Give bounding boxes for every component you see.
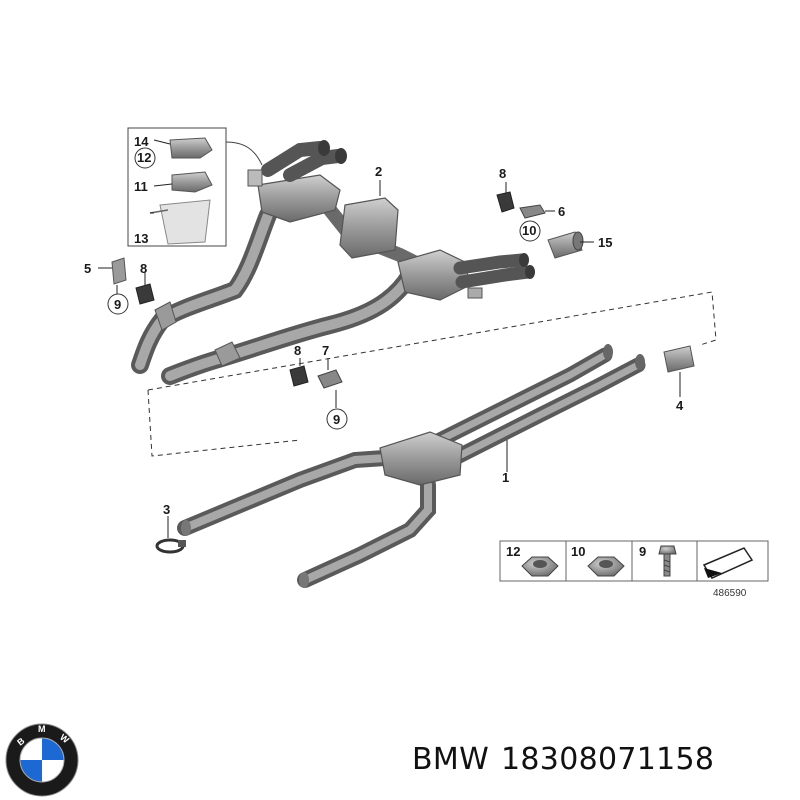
callout-8-middle: 8 [294, 343, 301, 358]
rubber-mount-upper [496, 191, 515, 213]
part-number: 18308071158 [501, 742, 715, 777]
clamp-3 [155, 538, 186, 554]
callout-3: 3 [163, 502, 170, 517]
front-pipe-assembly [177, 344, 646, 588]
detail-inset [127, 127, 263, 247]
callout-4: 4 [676, 398, 684, 413]
brand-name: BMW [412, 742, 490, 777]
callout-8-left: 8 [140, 261, 147, 276]
callout-9-left-circle: 9 [114, 297, 121, 312]
callout-2: 2 [375, 164, 382, 179]
rear-silencer-assembly [131, 140, 535, 385]
front-catalyst [379, 431, 463, 486]
legend-label-9: 9 [639, 544, 646, 559]
part-caption: BMW 18308071158 [412, 742, 726, 777]
middle-silencer [339, 197, 399, 259]
bolt-icon [658, 545, 677, 577]
hanger-6 [519, 204, 546, 219]
callout-10-circle: 10 [522, 223, 536, 238]
legend-label-10: 10 [571, 544, 585, 559]
legend-label-12: 12 [506, 544, 520, 559]
callout-13: 13 [134, 231, 148, 246]
callout-1: 1 [502, 470, 509, 485]
actuator-part [169, 137, 213, 159]
callouts: 2 8 6 15 5 8 8 7 4 1 3 14 11 13 12 10 9 … [84, 134, 684, 517]
vacuum-unit [159, 199, 211, 245]
inset-frame [127, 127, 227, 247]
leader-lines [98, 139, 681, 538]
bmw-logo: B M W [5, 723, 79, 797]
rubber-mount-8-middle [289, 365, 309, 387]
left-rear-muffler [257, 174, 341, 223]
svg-text:M: M [38, 724, 46, 734]
callout-14: 14 [134, 134, 149, 149]
svg-text:B: B [15, 735, 27, 747]
front-section-outline [147, 291, 717, 457]
arrow-tag-icon [702, 547, 754, 579]
clamp-4 [663, 345, 695, 373]
callout-11: 11 [134, 179, 148, 194]
rubber-mount-8-left [135, 283, 155, 305]
callout-12-circle: 12 [137, 150, 151, 165]
callout-8-top: 8 [499, 166, 506, 181]
callout-6: 6 [558, 204, 565, 219]
bracket-part [171, 171, 213, 193]
hanger-7 [317, 369, 343, 389]
bracket-5 [111, 257, 127, 285]
fastener-legend: 12 10 9 486590 [499, 540, 769, 599]
callout-7: 7 [322, 343, 329, 358]
illustration-number: 486590 [713, 588, 747, 599]
callout-5: 5 [84, 261, 91, 276]
callout-15: 15 [598, 235, 612, 250]
callout-9-middle-circle: 9 [333, 412, 340, 427]
